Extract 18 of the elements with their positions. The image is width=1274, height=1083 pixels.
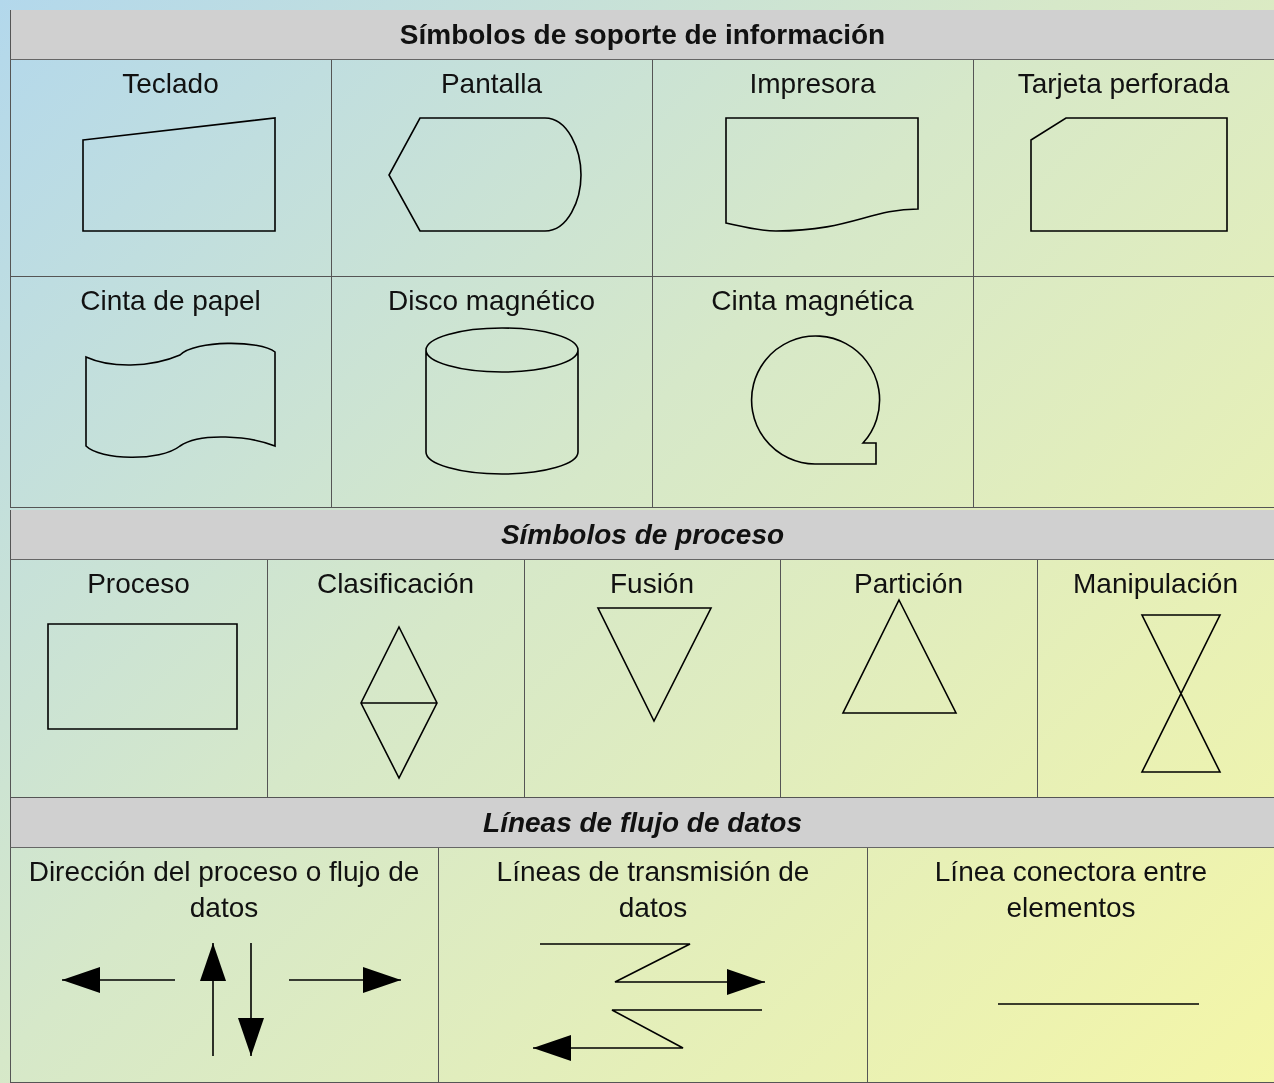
cell-title: Partición	[854, 568, 963, 599]
cell-title: Manipulación	[1073, 568, 1238, 599]
cell-title: Línea conectora entre elementos	[934, 856, 1208, 923]
cell-title: Fusión	[609, 568, 694, 599]
section-header: Símbolos de soporte de información	[10, 10, 1274, 60]
cell-title: Cinta de papel	[80, 285, 261, 316]
cell-title: Líneas de transmisión de datos	[496, 856, 810, 923]
cell-title: Dirección del proceso o flujo de datos	[28, 856, 420, 923]
cell-title: Impresora	[749, 68, 876, 99]
cell-title: Tarjeta perforada	[1017, 68, 1230, 99]
cell-title: Clasificación	[316, 568, 475, 599]
cell-title: Teclado	[122, 68, 219, 99]
cell-title: Proceso	[87, 568, 190, 599]
section-header: Símbolos de proceso	[10, 510, 1274, 560]
cell-title: Disco magnético	[388, 285, 595, 316]
cell-title: Cinta magnética	[711, 285, 914, 316]
section-header: Líneas de flujo de datos	[10, 798, 1274, 848]
cell-title: Pantalla	[440, 68, 543, 99]
